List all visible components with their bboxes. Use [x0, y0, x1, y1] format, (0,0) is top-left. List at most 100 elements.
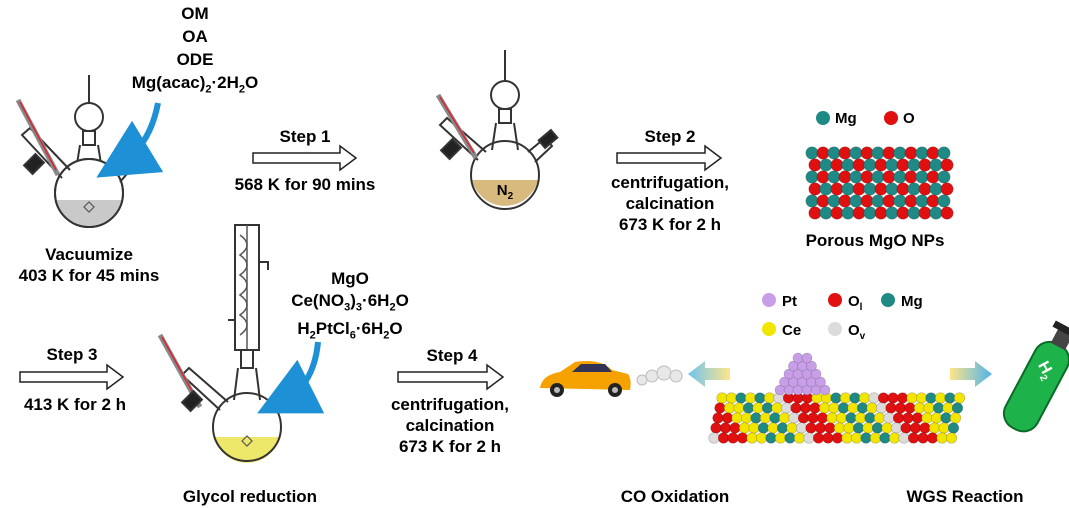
ce-atom — [763, 392, 776, 404]
o-atom — [816, 146, 830, 160]
o-atom — [882, 194, 896, 208]
o-atom — [926, 146, 940, 160]
ce-atom — [786, 422, 798, 434]
mg-atom — [819, 182, 833, 196]
mg-atom — [947, 422, 960, 434]
o-atom — [904, 402, 916, 414]
mg-atom — [885, 206, 899, 220]
o-atom — [877, 392, 890, 404]
o-atom — [860, 146, 874, 160]
o-atom — [926, 170, 940, 184]
ce-atom — [953, 392, 966, 404]
o-atom — [830, 206, 844, 220]
mg-atom — [940, 412, 952, 424]
o-atom — [860, 194, 874, 208]
o-atom — [807, 412, 819, 424]
ce-atom — [949, 412, 962, 424]
o-atom — [799, 402, 812, 414]
mg-atom — [885, 158, 899, 172]
o-atom — [852, 158, 866, 172]
ce-atom — [738, 422, 751, 434]
ce-atom — [843, 422, 855, 434]
o-atom — [904, 194, 918, 208]
o-atom — [896, 392, 909, 404]
ce-atom — [945, 432, 958, 444]
ce-atom — [778, 412, 791, 424]
o-atom — [940, 206, 954, 220]
step2-arrow — [616, 144, 723, 172]
o-legend-dot — [884, 111, 898, 125]
o-atom — [790, 402, 802, 414]
o-atom — [808, 158, 822, 172]
mg-atom — [925, 392, 937, 404]
o-legend-label: O — [903, 110, 915, 127]
ce-atom — [793, 432, 806, 444]
reagent-list-top: OM OA ODE Mg(acac)2·2H2O — [120, 2, 270, 101]
co-oxidation-caption: CO Oxidation — [620, 487, 730, 506]
o-atom — [809, 402, 821, 414]
mg-atom — [907, 206, 921, 220]
reagent-om: OM — [181, 4, 209, 23]
o-atom — [714, 402, 726, 414]
ce-atom — [774, 432, 787, 444]
mg-atom — [879, 432, 891, 444]
ce-atom — [841, 432, 853, 444]
mg-atom — [754, 392, 766, 404]
ce-atom — [847, 402, 859, 414]
mg-atom — [805, 146, 819, 160]
mg-atom — [837, 402, 850, 414]
ov-vacancy — [795, 422, 808, 434]
o-atom — [904, 146, 918, 160]
mg-atom — [827, 194, 841, 208]
mg-atom — [937, 194, 951, 208]
ce-atom — [716, 392, 728, 404]
o-atom — [719, 422, 732, 434]
ce-atom — [936, 432, 948, 444]
o-atom — [736, 432, 749, 444]
ce-atom — [934, 392, 947, 404]
o-atom — [902, 412, 914, 424]
o-atom — [808, 182, 822, 196]
o-atom — [940, 158, 954, 172]
mgo-lattice — [805, 146, 954, 220]
mg-atom — [769, 412, 781, 424]
o-atom — [882, 170, 896, 184]
pt-atom — [792, 352, 804, 364]
ce-atom — [725, 392, 738, 404]
wgs-direction-arrow — [950, 361, 992, 387]
ol-legend-label: Ol — [848, 293, 863, 313]
o-atom — [860, 170, 874, 184]
pt-legend-label: Pt — [782, 293, 797, 310]
mg-atom — [819, 206, 833, 220]
mg-atom — [805, 170, 819, 184]
o-atom — [717, 432, 730, 444]
step3-label: Step 3 — [46, 345, 98, 364]
mg-atom — [827, 146, 841, 160]
mg-atom — [849, 146, 863, 160]
step4-label: Step 4 — [426, 346, 478, 365]
wgs-caption: WGS Reaction — [906, 487, 1024, 506]
o-atom — [909, 422, 922, 434]
mg-legend-dot-2 — [881, 293, 895, 307]
ov-vacancy — [803, 432, 815, 444]
mg-atom — [765, 432, 777, 444]
ce-atom — [818, 402, 831, 414]
o-atom — [797, 412, 810, 424]
mg-atom — [784, 432, 796, 444]
step1-label: Step 1 — [279, 127, 331, 146]
mg-atom — [852, 422, 865, 434]
ce-atom — [828, 402, 840, 414]
ce-atom — [833, 422, 846, 434]
mg-atom — [937, 170, 951, 184]
mg-atom — [849, 392, 861, 404]
mg-atom — [863, 206, 877, 220]
ce-atom — [906, 392, 918, 404]
ce-atom — [723, 402, 736, 414]
flask2-gas-label: N2 — [496, 182, 514, 202]
ce-atom — [942, 402, 954, 414]
exhaust-icon — [636, 365, 683, 386]
mg-atom — [937, 146, 951, 160]
ce-atom — [923, 402, 935, 414]
o-atom — [838, 146, 852, 160]
mg-atom — [929, 182, 943, 196]
